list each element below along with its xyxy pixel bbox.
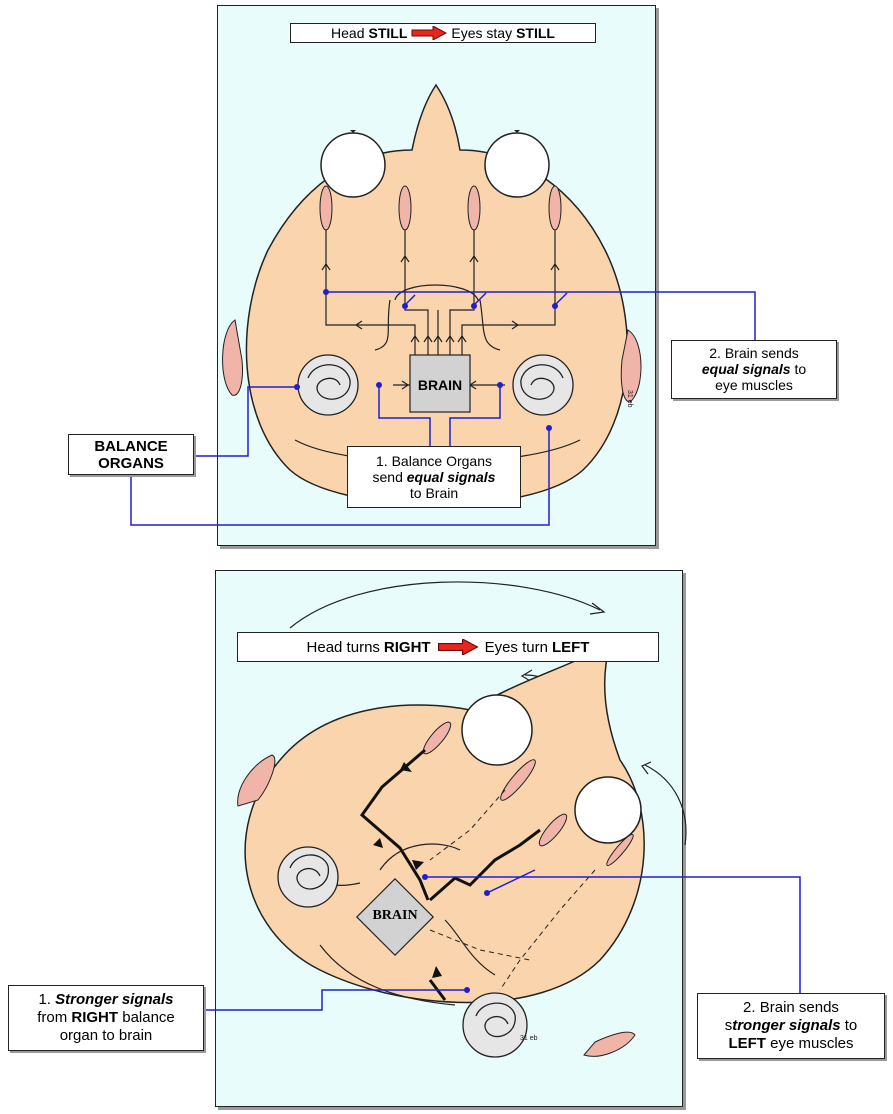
callout-line: balance (118, 1009, 175, 1026)
svg-text:31 eb: 31 eb (520, 1035, 538, 1042)
bottom-left-balance-organ (278, 847, 338, 907)
bottom-callout-brain-sends: 2. Brain sends stronger signals to LEFT … (697, 993, 885, 1059)
callout-strong: RIGHT (71, 1009, 118, 1026)
bottom-right-eyeball (575, 777, 641, 843)
bottom-bottom-ear (584, 1032, 635, 1056)
callout-line: to (841, 1017, 858, 1034)
bottom-title-strong2: LEFT (552, 639, 590, 656)
callout-line: eye muscles (766, 1035, 854, 1052)
bottom-title-pre: Head turns (307, 639, 380, 656)
callout-line: 1. (38, 991, 55, 1008)
bottom-title: Head turns RIGHT Eyes turn LEFT (237, 632, 659, 662)
bottom-title-post: Eyes turn (485, 639, 548, 656)
callout-line: organ to brain (9, 1027, 203, 1045)
bottom-left-eyeball (462, 695, 532, 765)
bottom-brain-label: BRAIN (364, 908, 426, 924)
bottom-right-balance-organ (463, 993, 527, 1057)
callout-strong: LEFT (728, 1035, 766, 1052)
callout-line: from (37, 1009, 71, 1026)
bottom-callout-stronger-signals: 1. Stronger signals from RIGHT balance o… (8, 985, 204, 1051)
callout-emph: tronger signals (732, 1017, 840, 1034)
bottom-title-strong1: RIGHT (384, 639, 431, 656)
callout-line: 2. Brain sends (698, 999, 884, 1017)
callout-emph: Stronger signals (55, 991, 173, 1008)
right-arrow-icon (435, 639, 481, 655)
